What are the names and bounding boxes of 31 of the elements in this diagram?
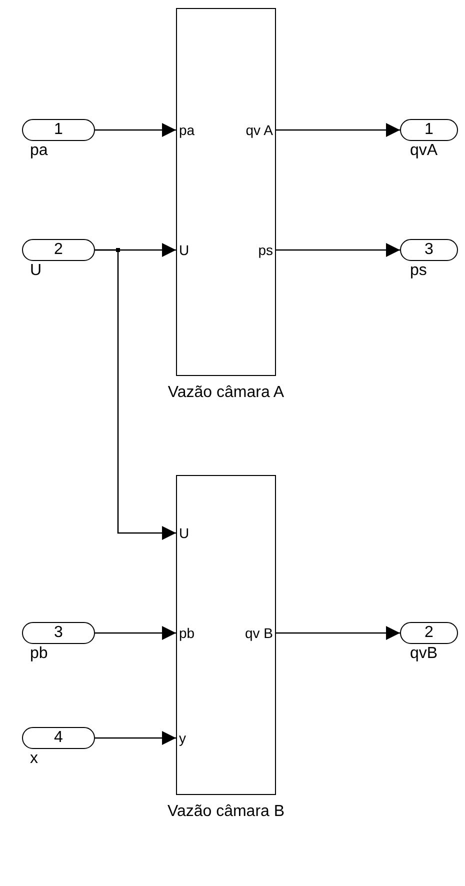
inport-terminal: 1 bbox=[22, 119, 95, 141]
port-label: qv B bbox=[232, 623, 276, 643]
signal-name: ps bbox=[410, 262, 427, 280]
port-label: y bbox=[176, 728, 220, 748]
inport-terminal: 3 bbox=[22, 622, 95, 644]
signal-name: pa bbox=[30, 142, 48, 160]
port-label: U bbox=[176, 523, 220, 543]
port-label: ps bbox=[232, 240, 276, 260]
signal-line bbox=[276, 626, 400, 640]
signal-line bbox=[95, 123, 176, 137]
signal-name: U bbox=[30, 262, 42, 280]
inport-terminal: 2 bbox=[22, 239, 95, 261]
block-title: Vazão câmara B bbox=[167, 803, 285, 821]
signal-line bbox=[95, 249, 176, 540]
inport-terminal: 4 bbox=[22, 727, 95, 749]
port-label: U bbox=[176, 240, 220, 260]
signal-name: qvA bbox=[410, 142, 438, 160]
signal-line bbox=[95, 731, 176, 745]
signal-name: x bbox=[30, 750, 38, 768]
block-title: Vazão câmara A bbox=[168, 384, 284, 402]
signal-name: qvB bbox=[410, 645, 438, 663]
port-label: qv A bbox=[232, 120, 276, 140]
signal-name: pb bbox=[30, 645, 48, 663]
signal-line bbox=[276, 123, 400, 137]
outport-terminal: 1 bbox=[400, 119, 458, 141]
port-label: pb bbox=[176, 623, 220, 643]
signal-line bbox=[95, 626, 176, 640]
outport-terminal: 2 bbox=[400, 622, 458, 644]
signal-line bbox=[276, 243, 400, 257]
outport-terminal: 3 bbox=[400, 239, 458, 261]
port-label: pa bbox=[176, 120, 220, 140]
